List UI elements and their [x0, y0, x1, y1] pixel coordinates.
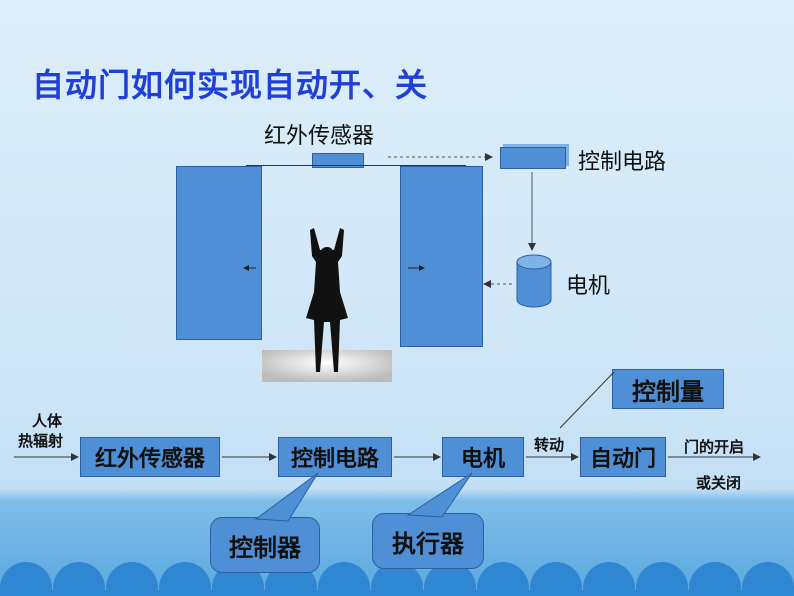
- left-door-panel: [176, 166, 262, 340]
- flow-box-sensor: 红外传感器: [80, 437, 220, 477]
- right-door-panel: [400, 166, 483, 347]
- rotation-label: 转动: [534, 436, 565, 454]
- controlled-quantity-box: 控制量: [612, 369, 724, 409]
- flow-box-door: 自动门: [580, 437, 666, 477]
- flow-box-motor: 电机: [442, 437, 524, 477]
- flow-box-control-circuit: 控制电路: [278, 437, 392, 477]
- person-silhouette: [262, 228, 392, 382]
- controller-callout: 控制器: [210, 517, 320, 573]
- control-circuit-label: 控制电路: [578, 150, 667, 175]
- sensor-label: 红外传感器: [264, 124, 375, 149]
- motor-label: 电机: [566, 274, 611, 299]
- output-label-line2: 或关闭: [696, 474, 742, 492]
- input-label-line2: 热辐射: [18, 432, 64, 450]
- sensor-block: [312, 153, 364, 168]
- door-top-line: [246, 165, 466, 166]
- wave-decoration: [0, 562, 794, 596]
- input-label-line1: 人体: [32, 412, 63, 430]
- output-label-line1: 门的开启: [684, 438, 745, 456]
- page-title: 自动门如何实现自动开、关: [32, 66, 429, 104]
- control-circuit-block: [500, 147, 566, 169]
- motor-cylinder: [516, 254, 552, 308]
